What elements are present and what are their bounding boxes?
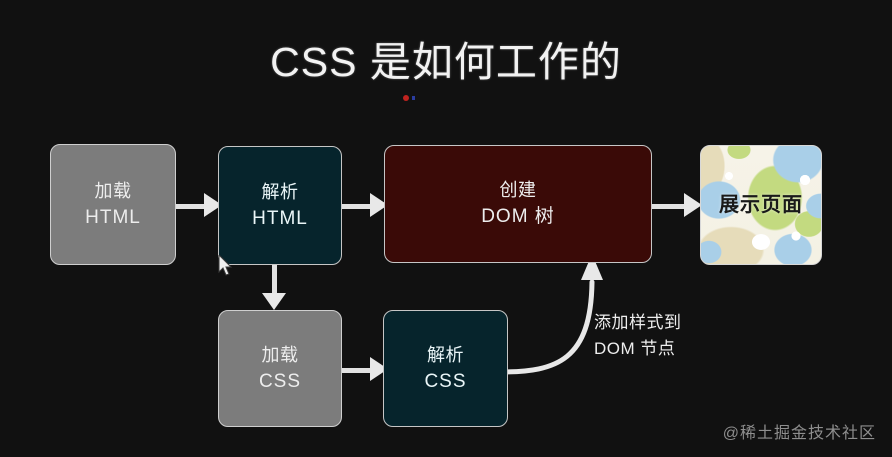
- node-load-html[interactable]: 加载 HTML: [50, 144, 176, 265]
- arrowhead-right-icon: [370, 193, 388, 217]
- arrowhead-right-icon: [684, 193, 702, 217]
- node-load-css-line2: CSS: [258, 370, 302, 392]
- node-create-dom-tree-line2: DOM 树: [481, 206, 555, 228]
- connector-load-html-to-parse-html: [176, 204, 208, 209]
- node-show-page[interactable]: 展示页面: [700, 145, 822, 265]
- connector-parse-css-to-create-dom: [498, 254, 603, 375]
- blue-dot-marker: [412, 96, 415, 100]
- connector-parse-html-to-load-css: [272, 265, 277, 297]
- node-load-html-line1: 加载: [94, 180, 132, 201]
- arrowhead-right-icon: [204, 193, 222, 217]
- mouse-cursor-icon: [218, 255, 233, 276]
- node-parse-html[interactable]: 解析 HTML: [218, 146, 342, 265]
- node-show-page-label: 展示页面: [719, 193, 803, 216]
- connector-label-line2: DOM 节点: [594, 338, 676, 358]
- connector-create-dom-to-show-page: [652, 204, 686, 209]
- node-load-html-line2: HTML: [85, 206, 141, 228]
- page-title: CSS 是如何工作的: [270, 39, 622, 85]
- node-create-dom-tree[interactable]: 创建 DOM 树: [384, 145, 652, 263]
- node-parse-css-line2: CSS: [424, 370, 467, 392]
- connector-label-line1: 添加样式到: [594, 313, 682, 332]
- node-load-css-line1: 加载: [261, 344, 299, 365]
- node-create-dom-tree-line1: 创建: [499, 180, 537, 201]
- node-parse-html-line1: 解析: [261, 181, 299, 202]
- connector-parse-html-to-create-dom: [342, 204, 374, 209]
- connector-load-css-to-parse-css: [342, 368, 374, 373]
- connector-label: 添加样式到 DOM 节点: [594, 310, 682, 361]
- node-parse-css[interactable]: 解析 CSS: [383, 310, 508, 427]
- node-load-css[interactable]: 加载 CSS: [218, 310, 342, 427]
- arrowhead-down-icon: [262, 293, 286, 310]
- watermark: @稀土掘金技术社区: [722, 425, 876, 442]
- node-parse-css-line1: 解析: [427, 344, 464, 365]
- red-dot-marker: [403, 95, 409, 101]
- node-parse-html-line2: HTML: [252, 207, 308, 229]
